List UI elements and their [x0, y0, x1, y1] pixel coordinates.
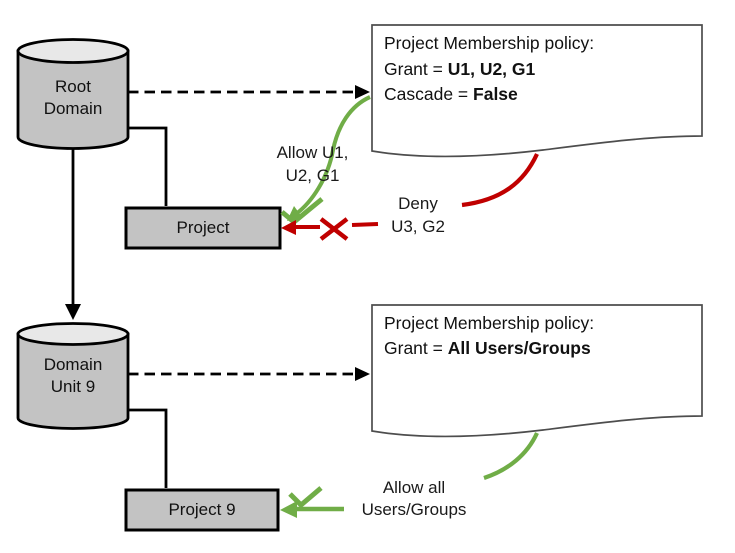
connector-root-to-project: [128, 126, 168, 206]
deny-curve-policy1-to-label: [461, 153, 539, 208]
connector-domainunit9-to-project9: [128, 408, 168, 488]
x-icon-deny: [319, 217, 349, 241]
allow-curve-policy1-to-project: [294, 95, 371, 216]
root-domain-cylinder-body: [16, 49, 130, 150]
dashed-arrow-domainunit9-to-policy2-head-icon: [355, 367, 370, 381]
domainunit9-label: Domain Unit 9: [43, 355, 103, 396]
project-box: [124, 206, 282, 250]
allow-all-users-groups-label: Allow all Users/Groups: [361, 478, 467, 519]
domainunit9-cylinder-body: [16, 332, 130, 430]
project-label: Project: [176, 218, 230, 237]
policy2-document: [371, 304, 703, 438]
root-domain-label: Root Domain: [43, 77, 103, 118]
policy1-title: Project Membership policy:: [384, 33, 595, 53]
allow-arrow-project9-head-icon: [280, 501, 297, 518]
policy2-grant-line: Grant = All Users/Groups: [384, 338, 591, 358]
domainunit9-cylinder-top: [16, 322, 130, 346]
policy1-cascade-line: Cascade = False: [384, 84, 518, 104]
policy2-title: Project Membership policy:: [384, 313, 595, 333]
deny-u3-g2-label: Deny U3, G2: [391, 194, 445, 236]
allow-u1-u2-g1-label: Allow U1, U2, G1: [276, 143, 349, 185]
policy1-grant-line: Grant = U1, U2, G1: [384, 58, 536, 79]
dashed-arrow-root-to-policy1-head-icon: [355, 85, 370, 99]
policy1-document: [371, 24, 703, 158]
check-icon-project9: [288, 486, 323, 509]
allow-curve-policy2-to-label: [483, 432, 539, 480]
project9-label: Project 9: [168, 500, 236, 519]
project9-box: [124, 488, 280, 532]
policy2-text: Project Membership policy: Grant = All U…: [384, 311, 696, 361]
policy1-text: Project Membership policy: Grant = U1, U…: [384, 31, 696, 108]
deny-arrow-head-icon: [281, 220, 296, 235]
root-domain-cylinder-top: [16, 38, 130, 64]
arrow-root-to-domainunit9-head-icon: [65, 304, 81, 320]
deny-arrow-segment-right: [351, 222, 379, 227]
